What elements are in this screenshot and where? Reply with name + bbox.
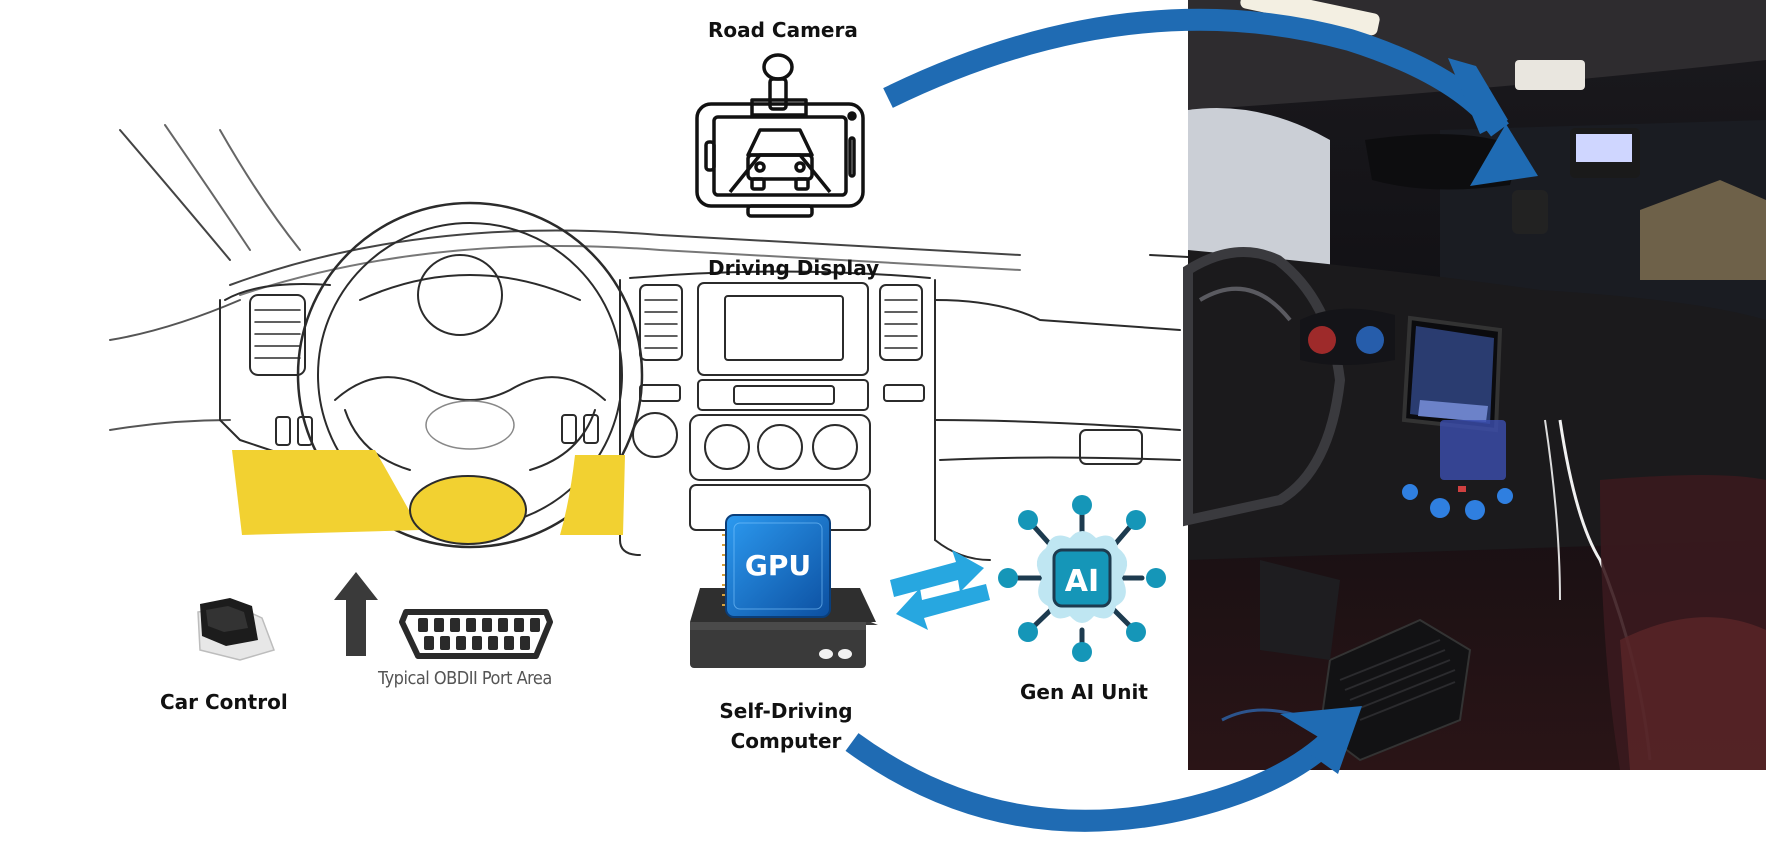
obd-port-icon <box>399 609 553 659</box>
obd-plug-icon <box>197 598 275 661</box>
car-icon <box>728 128 832 194</box>
dashboard-sketch <box>109 124 1189 561</box>
flow-arrow-camera <box>883 8 1538 186</box>
ai-chip-label: AI <box>1065 564 1099 599</box>
flow-arrow-computer <box>845 706 1362 832</box>
ai-chip-icon: AI <box>998 495 1166 662</box>
gen-ai-unit-label: Gen AI Unit <box>1020 680 1148 704</box>
up-arrow-icon <box>334 572 378 656</box>
gpu-computer-icon: GPU <box>690 514 878 668</box>
car-interior-photo <box>1183 0 1766 770</box>
link-arrows <box>890 550 990 630</box>
gpu-chip-label: GPU <box>745 549 811 582</box>
camera-mount-icon <box>695 53 865 218</box>
road-camera-label: Road Camera <box>708 18 858 42</box>
obd-port-label: Typical OBDII Port Area <box>378 668 552 689</box>
self-driving-computer-label: Self-Driving Computer <box>719 699 853 753</box>
driving-display-label: Driving Display <box>708 256 880 280</box>
car-control-label: Car Control <box>160 690 288 714</box>
obd-highlight <box>232 450 625 545</box>
